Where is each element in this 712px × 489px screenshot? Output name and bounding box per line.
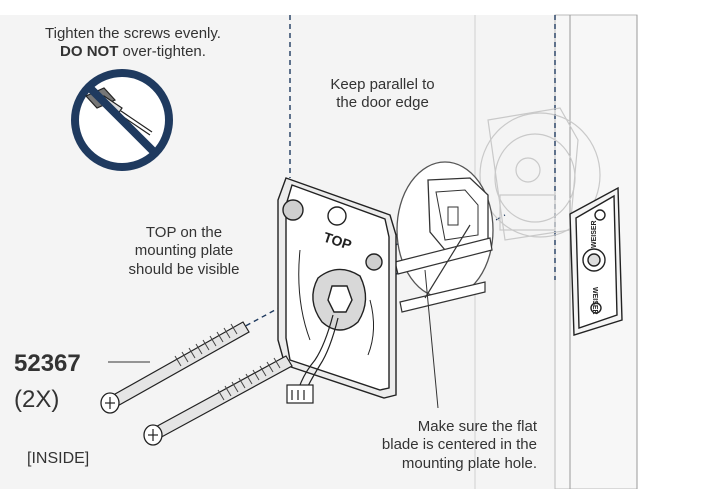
no-overtighten-icon [71, 69, 173, 171]
strike-brand-top: WEISER [591, 220, 598, 248]
flat-blade-line-3: mounting plate hole. [401, 454, 537, 472]
strike-brand-bottom: WEISER [591, 287, 598, 315]
part-quantity: (2X) [14, 386, 60, 413]
leader-lines [108, 269, 439, 409]
part-number: 52367 [14, 350, 81, 377]
warning-note: Tighten the screws evenly. DO NOT over-t… [18, 25, 248, 62]
warning-rest: over-tighten. [118, 43, 206, 61]
ghost-lock-body [479, 107, 601, 241]
flat-blade-callout: Make sure the flat blade is centered in … [342, 418, 537, 473]
spindle [394, 224, 493, 313]
parallel-callout: Keep parallel to the door edge [300, 76, 465, 113]
screw-top [100, 321, 250, 414]
warning-line-2: DO NOT over-tighten. [18, 43, 248, 61]
strike-plate [569, 186, 623, 336]
warning-line-1: Tighten the screws evenly. [45, 25, 221, 42]
screws [100, 321, 293, 446]
wire-harness [286, 314, 339, 404]
top-visible-line-2: mounting plate [134, 242, 234, 260]
mounting-plate [277, 177, 397, 399]
top-visible-line-1: TOP on the [145, 224, 223, 241]
top-visible-line-3: should be visible [128, 260, 240, 278]
parallel-line-2: the door edge [336, 94, 429, 112]
inside-label: [INSIDE] [27, 450, 90, 467]
warning-emphasis: DO NOT [60, 43, 119, 61]
parallel-line-1: Keep parallel to [330, 76, 435, 93]
magnifier [396, 161, 494, 299]
flat-blade-line-2: blade is centered in the [381, 436, 537, 454]
flat-blade-line-1: Make sure the flat [417, 418, 537, 435]
screw-bottom [143, 355, 293, 446]
top-visible-callout: TOP on the mounting plate should be visi… [104, 224, 264, 279]
